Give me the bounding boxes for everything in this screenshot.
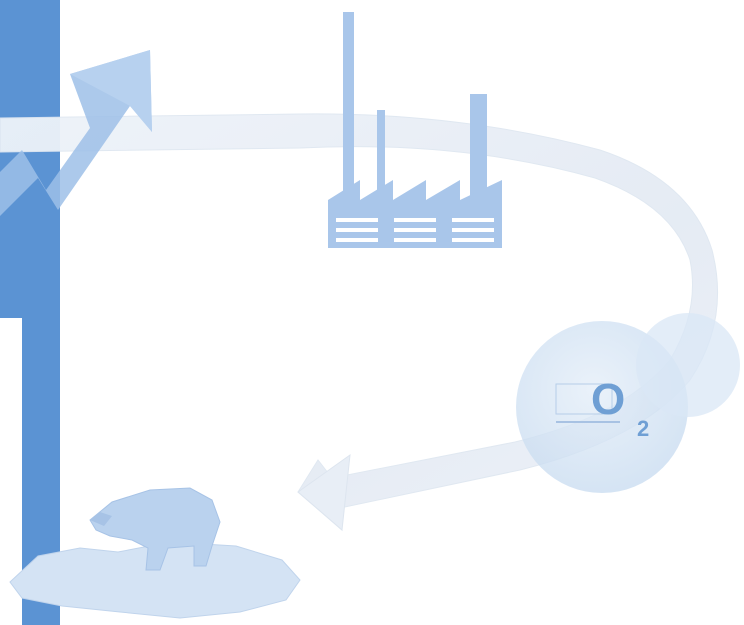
oxygen-symbol: O: [591, 375, 626, 424]
side-bar-cutout: [0, 318, 22, 625]
trend-arrow-icon: [0, 50, 152, 216]
ice-floe-icon: [9, 541, 301, 619]
oxygen-bubble-icon: [516, 313, 740, 493]
factory-icon: [328, 12, 502, 248]
oxygen-subscript: 2: [637, 416, 650, 441]
cycle-loop-arrow: [0, 113, 719, 532]
polar-bear-icon: [89, 487, 221, 571]
